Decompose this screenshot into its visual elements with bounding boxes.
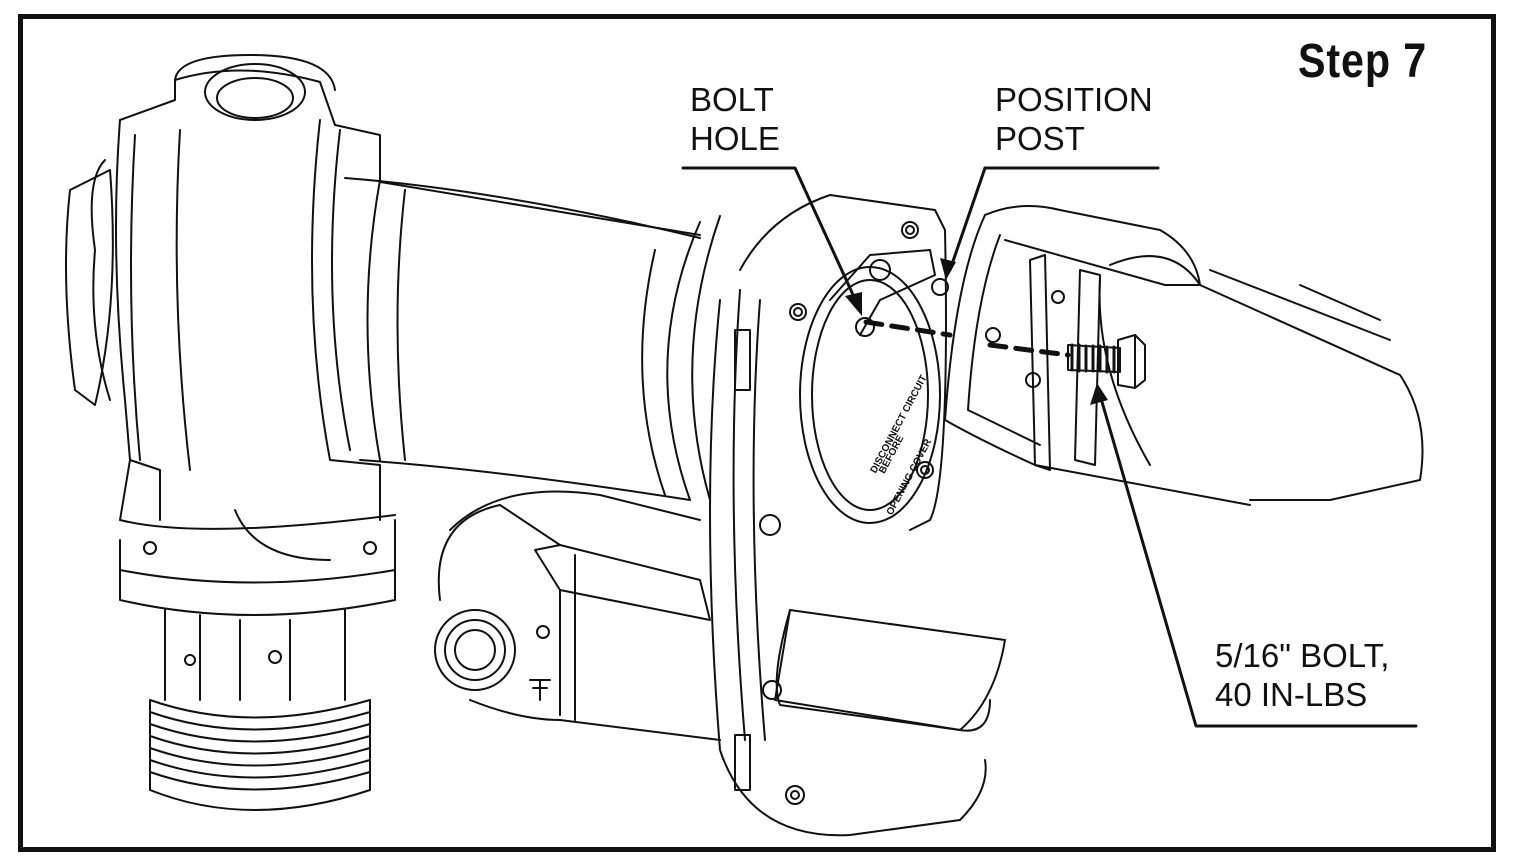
position-post-label: POSITION POST <box>995 80 1153 158</box>
bolt-hole-leader <box>681 166 862 312</box>
step-title: Step 7 <box>1298 35 1428 88</box>
bolt-spec-leader <box>1098 393 1418 728</box>
figure-frame <box>18 14 1496 852</box>
position-post-arrowhead <box>940 258 956 280</box>
arrowheads <box>845 258 1108 405</box>
motor-body <box>344 177 721 501</box>
cover-label: DISCONNECT CIRCUIT BEFORE OPENING COVER <box>869 373 935 517</box>
junction-box-cover <box>944 205 1424 506</box>
bolt-spec-label-line-1: 5/16" BOLT, <box>1215 637 1390 674</box>
switch-housing <box>434 490 721 741</box>
inlet-housing <box>65 54 396 666</box>
bolt <box>1067 334 1146 389</box>
leader-lines <box>681 166 1418 728</box>
bolt-hole-label: BOLT HOLE <box>690 80 780 158</box>
bolt-hole-label-line-1: BOLT <box>690 81 774 118</box>
position-post-label-line-1: POSITION <box>995 81 1153 118</box>
threaded-fitting <box>149 609 371 811</box>
bolt-alignment-dashed-line <box>863 319 953 338</box>
bolt-hole-label-line-2: HOLE <box>690 120 780 157</box>
bolt-axis-dashed-line <box>987 342 1071 358</box>
lever <box>762 609 1006 732</box>
position-post-label-line-2: POST <box>995 120 1085 157</box>
end-plate <box>709 194 987 837</box>
bolt-spec-arrowhead <box>1090 383 1108 405</box>
bolt-spec-label-line-2: 40 IN-LBS <box>1215 676 1368 713</box>
bolt-hole-arrowhead <box>845 292 862 316</box>
bolt-spec-label: 5/16" BOLT, 40 IN-LBS <box>1215 636 1389 714</box>
position-post-leader <box>948 166 1160 272</box>
